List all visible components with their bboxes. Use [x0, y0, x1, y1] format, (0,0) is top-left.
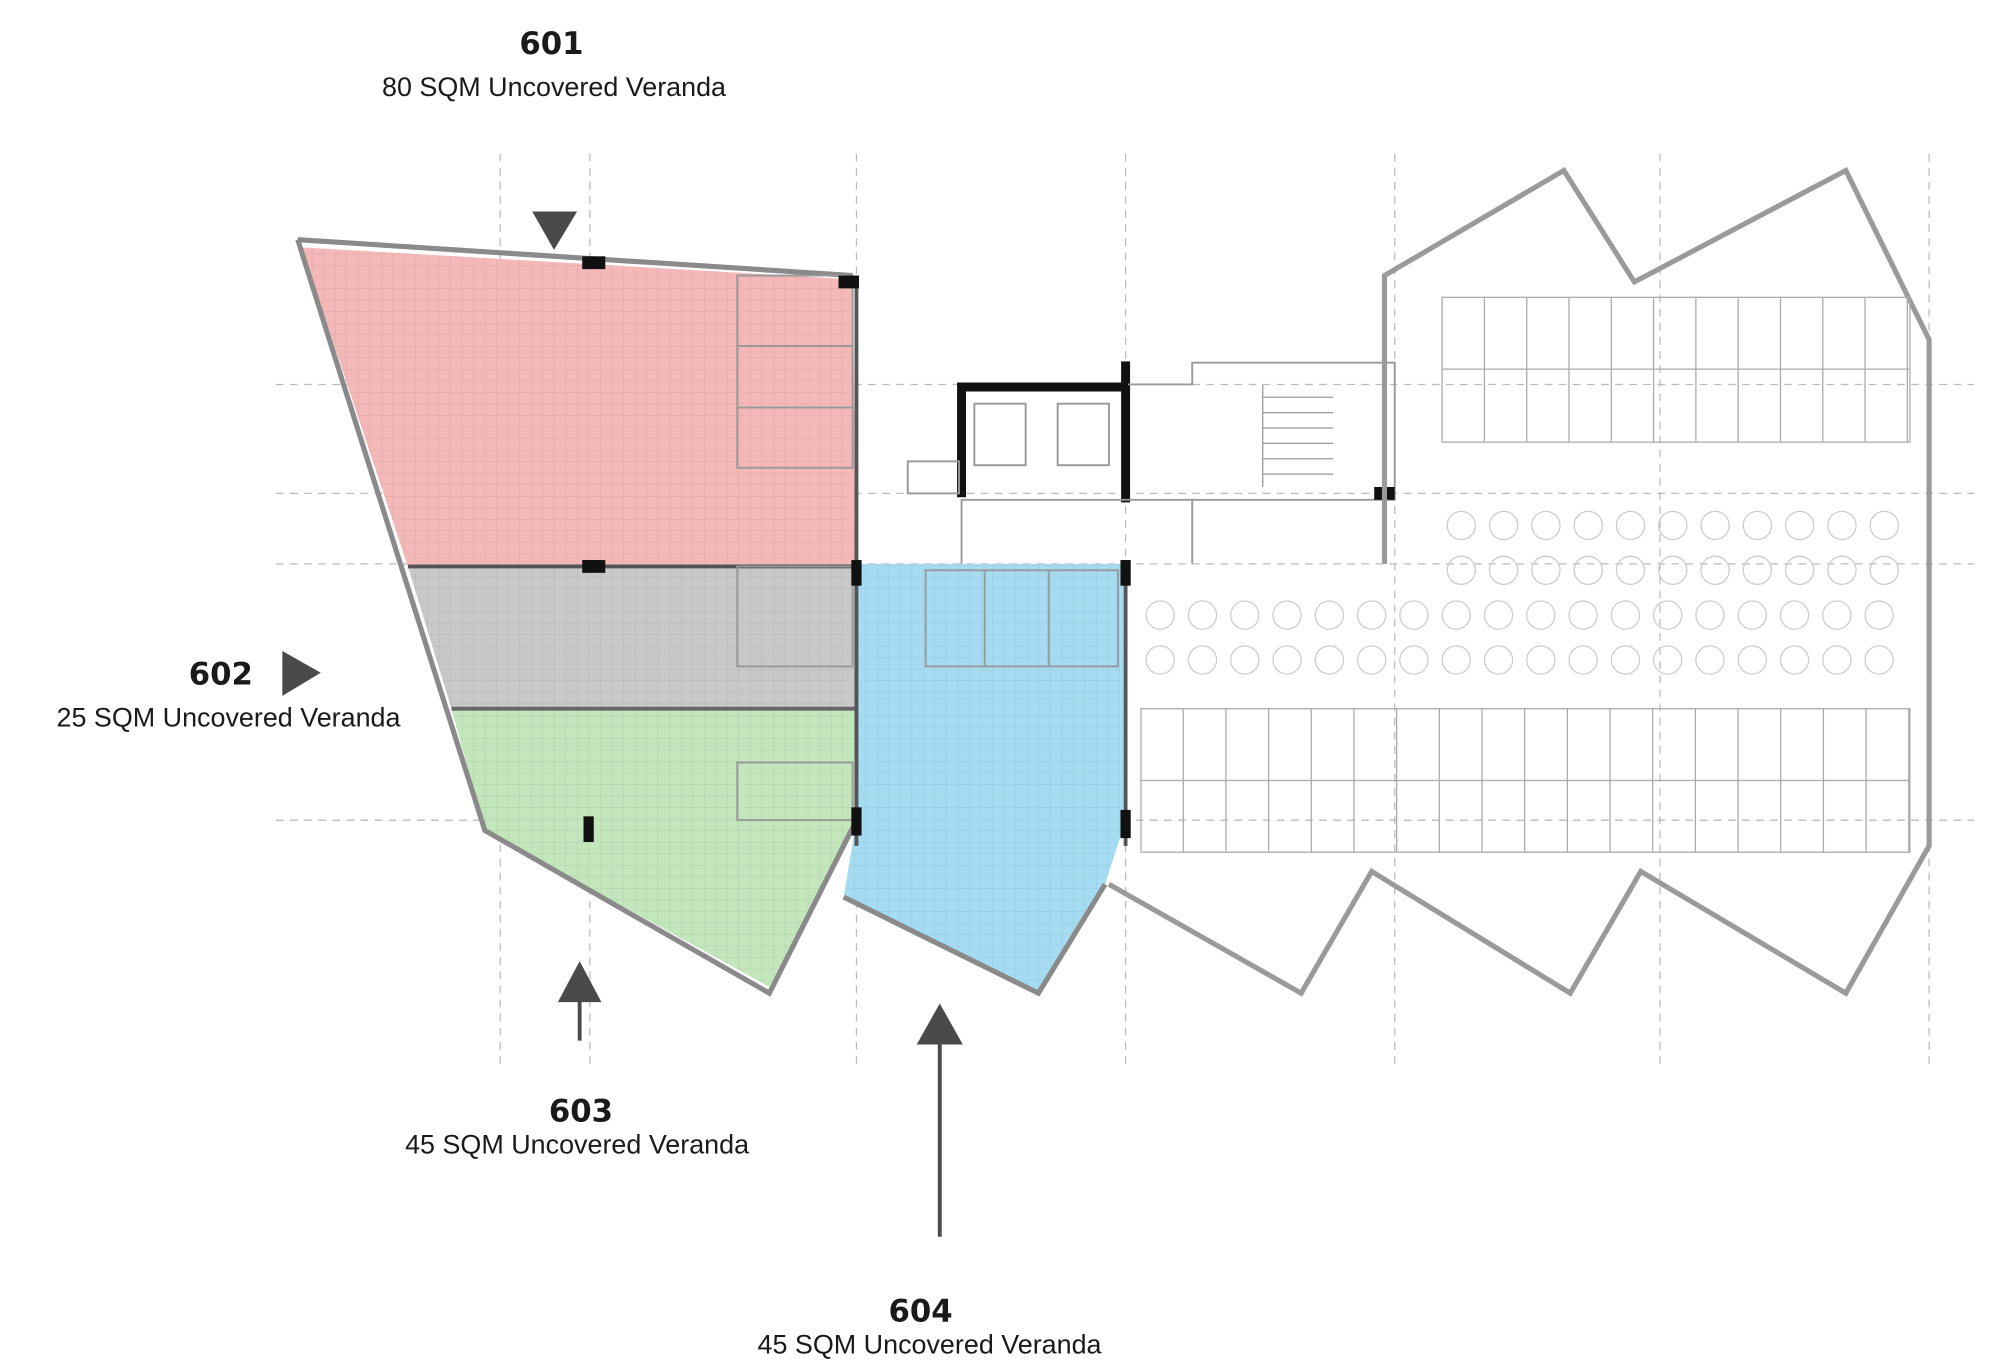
- unit-604-description: 45 SQM Uncovered Veranda: [758, 1329, 1102, 1359]
- building-core: [906, 361, 1396, 564]
- arrow-up-icon: [916, 1003, 963, 1237]
- unit-601-label: 601 80 SQM Uncovered Veranda: [382, 26, 726, 250]
- unit-603-description: 45 SQM Uncovered Veranda: [405, 1129, 749, 1159]
- unit-601-description: 80 SQM Uncovered Veranda: [382, 72, 726, 102]
- unit-602-label: 602 25 SQM Uncovered Veranda: [57, 651, 401, 733]
- arrow-down-icon: [532, 211, 578, 250]
- unit-602-number: 602: [189, 656, 253, 692]
- unit-603-label: 603 45 SQM Uncovered Veranda: [405, 961, 749, 1159]
- building-walls: [295, 237, 1131, 997]
- unit-603-number: 603: [549, 1093, 613, 1129]
- unit-604-number: 604: [888, 1293, 952, 1329]
- unit-601-number: 601: [519, 26, 583, 62]
- arrow-up-icon: [557, 961, 602, 1041]
- unit-604-label: 604 45 SQM Uncovered Veranda: [758, 1003, 1102, 1359]
- unit-602-description: 25 SQM Uncovered Veranda: [57, 703, 401, 733]
- arrow-right-icon: [282, 651, 321, 696]
- parking-wing: [1107, 166, 1932, 997]
